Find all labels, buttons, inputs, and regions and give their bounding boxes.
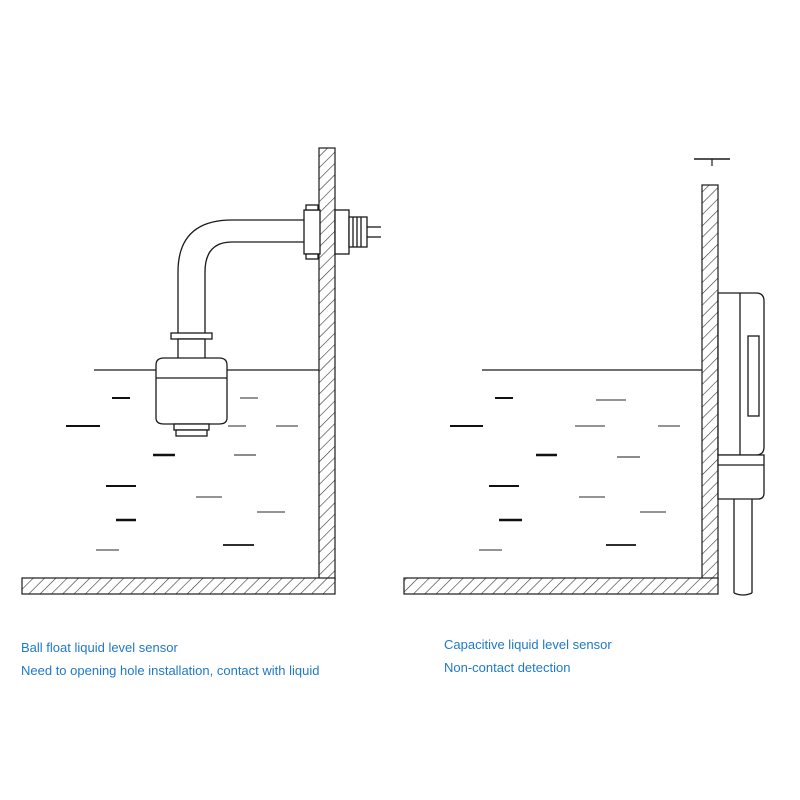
right-caption: Capacitive liquid level sensor Non-conta…: [444, 633, 612, 679]
capacitive-sensor: [717, 292, 765, 596]
right-tank-wall: [701, 184, 719, 581]
ball-float-sensor: [155, 204, 381, 437]
left-caption-description: Need to opening hole installation, conta…: [21, 663, 320, 678]
right-panel: [403, 158, 765, 596]
left-panel: [21, 147, 381, 595]
right-liquid-dashes: [450, 397, 680, 551]
left-tank-wall: [318, 147, 336, 581]
right-caption-description: Non-contact detection: [444, 660, 571, 675]
left-liquid-dashes: [66, 397, 298, 551]
right-tank-floor: [403, 577, 719, 595]
right-caption-title: Capacitive liquid level sensor: [444, 637, 612, 652]
left-tank-floor: [21, 577, 336, 595]
left-caption-title: Ball float liquid level sensor: [21, 640, 178, 655]
left-caption: Ball float liquid level sensor Need to o…: [21, 636, 319, 682]
